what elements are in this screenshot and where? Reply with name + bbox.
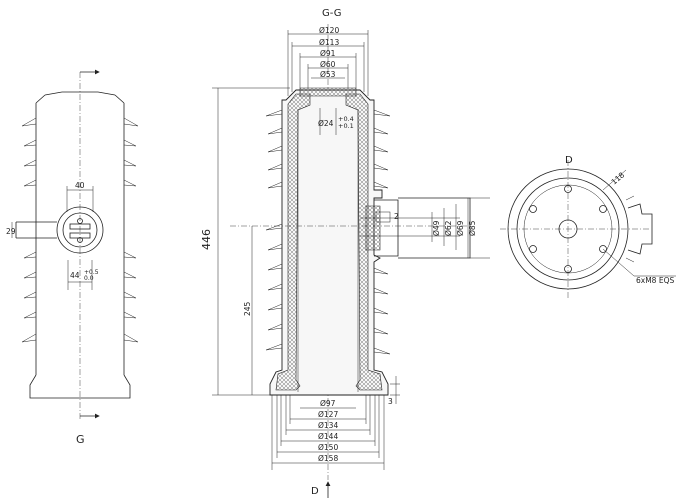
dim-height: 446 bbox=[200, 229, 213, 250]
dim-bottom-1: Ø127 bbox=[318, 410, 338, 419]
dim-port-gap: 2 bbox=[394, 212, 399, 221]
side-view: G 29 40 44 +0.5 0.0 bbox=[6, 69, 139, 446]
dim-bore-tol-bot: +0.1 bbox=[338, 122, 354, 130]
outer-flange bbox=[507, 168, 629, 290]
section-view: G-G bbox=[200, 8, 490, 498]
bolt-hole bbox=[599, 205, 607, 213]
dim-port-1: Ø62 bbox=[444, 220, 453, 236]
section-title: G-G bbox=[322, 8, 341, 19]
bolt-hole bbox=[599, 245, 607, 253]
dim-width: 40 bbox=[75, 181, 85, 190]
dim-bottom-4: Ø150 bbox=[318, 443, 338, 452]
end-view: D 118 6xM8 EQS bbox=[500, 155, 676, 298]
dim-height-inner: 245 bbox=[243, 301, 252, 316]
dim-bottom-3: Ø144 bbox=[318, 432, 338, 441]
dim-bottom-5: Ø158 bbox=[318, 454, 338, 463]
end-view-title: D bbox=[565, 155, 573, 166]
dim-bottom-0: Ø97 bbox=[320, 399, 336, 408]
bolt-hole bbox=[564, 265, 572, 273]
dim-top-1: Ø113 bbox=[319, 38, 339, 47]
dim-tol-bot: 0.0 bbox=[84, 275, 94, 282]
section-mark-g: G bbox=[76, 433, 85, 446]
dim-tol-top: +0.5 bbox=[84, 269, 99, 276]
dim-top-3: Ø60 bbox=[320, 60, 336, 69]
dim-bore-tol-top: +0.4 bbox=[338, 115, 354, 123]
top-dimensions: Ø120 Ø113 Ø91 Ø60 Ø53 bbox=[287, 26, 369, 96]
view-mark-d: D bbox=[311, 486, 319, 497]
dim-small: 44 bbox=[70, 271, 80, 280]
dim-port-2: Ø69 bbox=[456, 220, 465, 236]
dim-flange: 3 bbox=[388, 397, 393, 406]
bottom-dimensions: Ø97 Ø127 Ø134 Ø144 Ø150 Ø158 bbox=[271, 395, 385, 470]
dim-port-3: Ø85 bbox=[468, 220, 477, 236]
dim-stud: 29 bbox=[6, 227, 16, 236]
dim-bottom-2: Ø134 bbox=[318, 421, 338, 430]
port-dimensions: Ø49 Ø62 Ø69 Ø85 bbox=[431, 197, 490, 259]
bolt-callout: 6xM8 EQS bbox=[636, 276, 674, 285]
dim-bore: Ø24 bbox=[318, 119, 334, 128]
bolt-hole bbox=[564, 185, 572, 193]
dim-top-4: Ø53 bbox=[320, 70, 336, 79]
dim-port-0: Ø49 bbox=[432, 220, 441, 236]
dim-top-2: Ø91 bbox=[320, 49, 336, 58]
bolt-hole bbox=[529, 245, 537, 253]
dim-angle: 118 bbox=[610, 170, 627, 186]
bolt-hole bbox=[529, 205, 537, 213]
dim-top-0: Ø120 bbox=[319, 26, 339, 35]
